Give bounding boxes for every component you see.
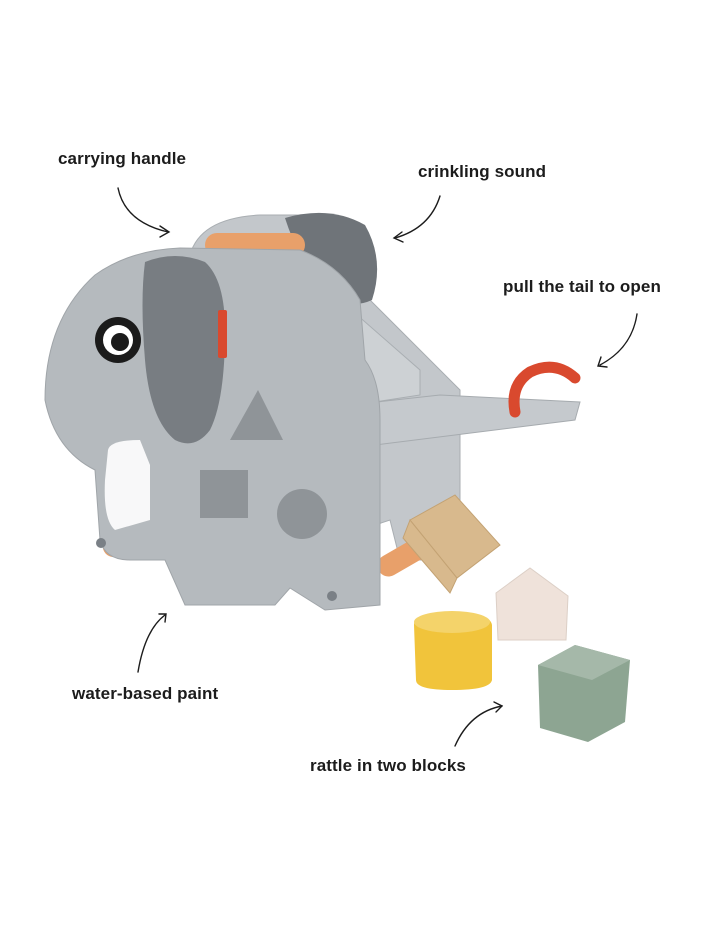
- callout-crinkling-sound: crinkling sound: [418, 162, 547, 181]
- tail-tray: [349, 394, 581, 446]
- rear-ear: [285, 212, 378, 304]
- triangle-hole: [230, 390, 283, 440]
- block-wood: [402, 494, 501, 594]
- square-hole: [200, 470, 248, 518]
- callout-arrows: [117, 187, 638, 747]
- callout-water-paint: water-based paint: [72, 684, 219, 703]
- ear-tag: [218, 310, 227, 358]
- callout-pull-tail: pull the tail to open: [503, 277, 661, 296]
- round-hole: [277, 489, 327, 539]
- tail-rope: [508, 361, 581, 418]
- block-pink: [495, 567, 569, 641]
- callout-carrying-handle: carrying handle: [58, 149, 187, 168]
- callout-rattle-blocks: rattle in two blocks: [310, 756, 466, 775]
- front-ear: [142, 256, 225, 444]
